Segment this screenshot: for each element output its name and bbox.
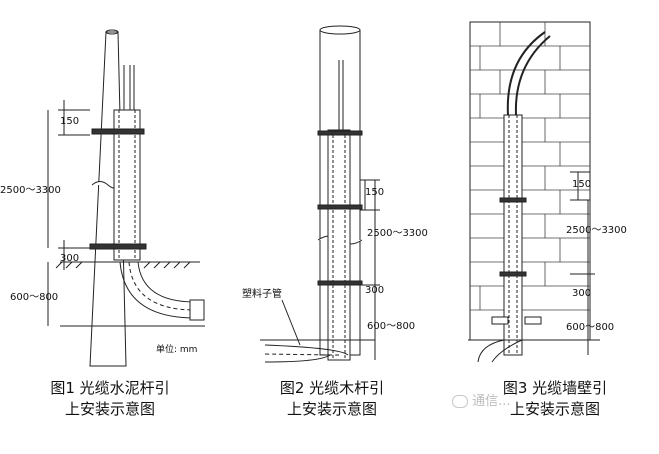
fig3-dim-range: 2500～3300 [566, 225, 627, 236]
fig1-caption-line2: 上安装示意图 [64, 400, 155, 418]
fig2-dim-depth: 600～800 [367, 321, 416, 332]
fig2-dim-300: 300 [365, 285, 385, 296]
fig3-caption-line1: 图3 光缆墙壁引 [502, 379, 608, 397]
fig3-dim-300: 300 [572, 288, 592, 299]
fig2-caption-line2: 上安装示意图 [286, 400, 377, 418]
fig2-pipe-label: 塑料子管 [242, 289, 282, 300]
fig1-dim-depth: 600～800 [10, 292, 59, 303]
fig1-drawing [47, 29, 205, 367]
fig3-caption: 图3 光缆墙壁引 上安装示意图 [455, 378, 655, 420]
fig2-caption: 图2 光缆木杆引 上安装示意图 [232, 378, 432, 420]
fig2-caption-line1: 图2 光缆木杆引 [279, 379, 385, 397]
watermark: 通信... [452, 390, 511, 409]
wechat-icon [452, 395, 468, 408]
fig1-dim-300: 300 [60, 253, 80, 264]
fig3-dim-150: 150 [572, 179, 592, 190]
fig1-dim-150: 150 [60, 116, 80, 127]
fig1-dim-range: 2500～3300 [0, 185, 61, 196]
fig3-caption-line2: 上安装示意图 [509, 400, 600, 418]
fig1-caption-line1: 图1 光缆水泥杆引 [50, 379, 170, 397]
watermark-text: 通信... [472, 394, 511, 409]
fig3-dim-depth: 600～800 [566, 322, 615, 333]
fig2-dim-150: 150 [365, 187, 385, 198]
fig2-dim-range: 2500～3300 [367, 228, 428, 239]
fig2-drawing [260, 25, 380, 363]
fig1-caption: 图1 光缆水泥杆引 上安装示意图 [0, 378, 220, 420]
fig3-drawing [468, 21, 600, 363]
fig1-unit: 单位: mm [156, 345, 198, 355]
